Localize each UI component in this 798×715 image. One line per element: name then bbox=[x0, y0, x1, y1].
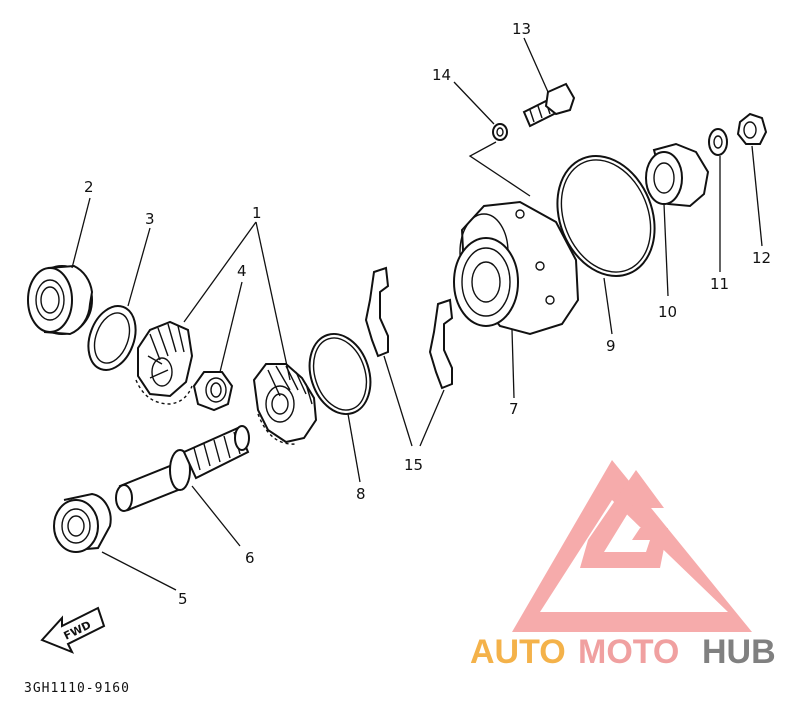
callout-8: 8 bbox=[356, 485, 366, 503]
watermark-brand-auto: AUTO bbox=[470, 633, 566, 671]
callout-11: 11 bbox=[710, 275, 729, 293]
part-12-nut bbox=[736, 112, 768, 145]
part-3-shim bbox=[87, 305, 137, 371]
callout-6: 6 bbox=[245, 549, 255, 567]
part-7-housing bbox=[453, 200, 580, 336]
callout-labels: 2 3 1 4 5 6 7 8 9 10 11 12 13 14 15 bbox=[84, 20, 771, 608]
callout-9: 9 bbox=[606, 337, 616, 355]
callout-1: 1 bbox=[252, 204, 262, 222]
part-15-clips bbox=[364, 266, 454, 390]
part-4-nut bbox=[192, 371, 234, 412]
part-11-washer bbox=[708, 128, 728, 156]
callout-7: 7 bbox=[509, 400, 519, 418]
callout-13: 13 bbox=[512, 20, 531, 38]
part-14-washer bbox=[492, 123, 508, 141]
part-1-pinion-gear bbox=[135, 320, 194, 405]
part-10-coupling bbox=[645, 142, 710, 208]
part-2-bearing bbox=[27, 264, 94, 336]
callout-15: 15 bbox=[404, 456, 423, 474]
part-1-driven-gear bbox=[252, 363, 318, 445]
watermark-brand-moto: MOTO bbox=[578, 633, 679, 671]
alignment-line bbox=[468, 141, 531, 197]
watermark-brand-hub: HUB bbox=[702, 633, 776, 671]
callout-2: 2 bbox=[84, 178, 94, 196]
leader-lines bbox=[71, 37, 763, 591]
watermark-brand: AUTO MOTO HUB bbox=[470, 633, 776, 671]
callout-4: 4 bbox=[237, 262, 247, 280]
callout-10: 10 bbox=[658, 303, 677, 321]
callout-3: 3 bbox=[145, 210, 155, 228]
diagram-code: 3GH1110-9160 bbox=[24, 681, 130, 696]
callout-5: 5 bbox=[178, 590, 188, 608]
part-6-shaft bbox=[115, 425, 250, 512]
part-8-o-ring bbox=[308, 332, 372, 416]
watermark-g-icon bbox=[580, 470, 668, 568]
callout-12: 12 bbox=[752, 249, 771, 267]
watermark-logo bbox=[512, 460, 752, 632]
part-9-o-ring bbox=[556, 154, 656, 278]
part-13-bolt bbox=[522, 82, 576, 128]
callout-14: 14 bbox=[432, 66, 451, 84]
part-5-bearing bbox=[53, 492, 112, 553]
fwd-arrow: FWD bbox=[40, 606, 106, 654]
